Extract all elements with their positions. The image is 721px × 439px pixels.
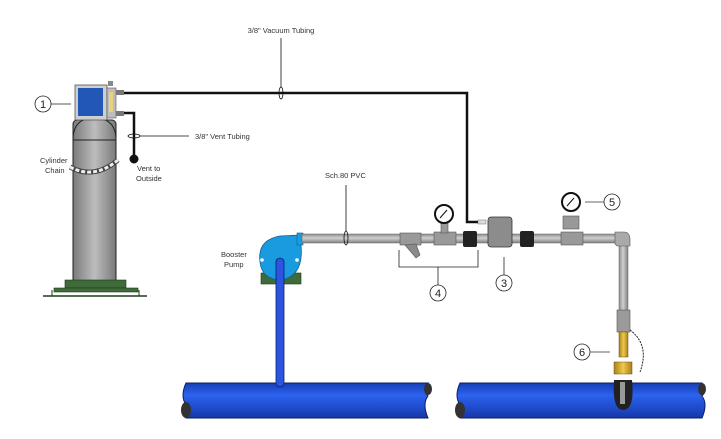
water-main-left: [181, 382, 432, 419]
vent-outside-label-1: Vent to: [137, 164, 160, 173]
union-valve-1: [463, 231, 477, 247]
suction-pipe: [275, 257, 285, 388]
pvc-elbow: [614, 231, 631, 247]
pressure-gauge-4: [433, 204, 457, 246]
vent-tubing-label: 3/8" Vent Tubing: [195, 132, 250, 141]
svg-text:3: 3: [501, 278, 507, 290]
corporation-stop: [613, 309, 644, 410]
svg-text:5: 5: [609, 197, 615, 209]
cylinder-chain-label-1: Cylinder: [40, 156, 68, 165]
water-main-right: [455, 382, 706, 419]
pressure-gauge-5: [560, 192, 584, 246]
callout-4: 4: [398, 250, 479, 302]
svg-text:4: 4: [435, 288, 441, 300]
callout-5: 5: [585, 193, 621, 211]
vacuum-tubing-label: 3/8" Vacuum Tubing: [248, 26, 315, 35]
union-valve-2: [520, 231, 534, 247]
svg-text:1: 1: [40, 99, 46, 111]
vacuum-tubing: [124, 91, 478, 224]
cylinder-base: [43, 279, 147, 297]
callout-1: 1: [34, 95, 71, 113]
injector: [477, 216, 513, 248]
booster-pump-label-2: Pump: [224, 260, 244, 269]
y-strainer: [399, 232, 422, 259]
callout-3: 3: [495, 257, 513, 292]
callout-6: 6: [573, 343, 610, 361]
pvc-label: Sch.80 PVC: [325, 171, 366, 180]
chlorine-cylinder: [72, 117, 117, 289]
pvc-pipe-vertical: [618, 241, 629, 313]
vent-outlet: [129, 154, 139, 164]
cylinder-chain-label-2: Chain: [45, 166, 65, 175]
vent-outside-label-2: Outside: [136, 174, 162, 183]
vent-tubing: [124, 111, 136, 158]
svg-text:6: 6: [579, 347, 585, 359]
vacuum-regulator: [74, 81, 124, 121]
booster-pump-label-1: Booster: [221, 250, 247, 259]
cylinder-chain: [68, 158, 120, 175]
